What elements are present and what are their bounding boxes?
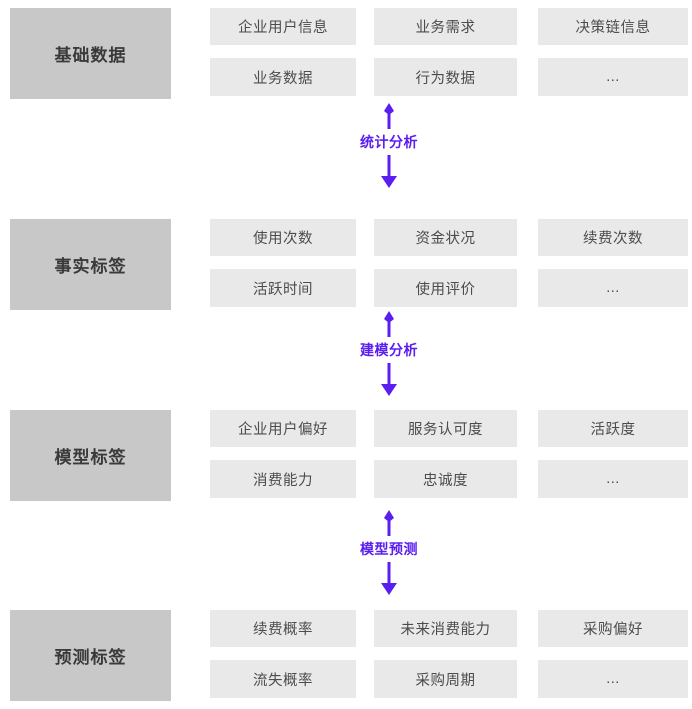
item-box: 企业用户信息 <box>210 8 356 45</box>
item-box: 业务数据 <box>210 58 356 96</box>
connector-label: 模型预测 <box>360 541 418 557</box>
connector-label: 统计分析 <box>360 134 418 150</box>
tier-basic-data: 基础数据 企业用户信息 业务需求 决策链信息 业务数据 行为数据 ... <box>0 8 692 99</box>
item-box: 续费次数 <box>538 219 688 256</box>
tier-title: 预测标签 <box>10 610 171 701</box>
arrow-down-icon <box>381 155 397 188</box>
item-box-ellipsis: ... <box>538 269 688 307</box>
item-box-ellipsis: ... <box>538 58 688 96</box>
item-box-ellipsis: ... <box>538 460 688 498</box>
tier-model-labels: 模型标签 企业用户偏好 服务认可度 活跃度 消费能力 忠诚度 ... <box>0 410 692 501</box>
item-box: 活跃时间 <box>210 269 356 307</box>
tier-title: 模型标签 <box>10 410 171 501</box>
item-box: 行为数据 <box>374 58 517 96</box>
item-box: 使用次数 <box>210 219 356 256</box>
arrow-up-icon <box>384 311 394 337</box>
connector-statistical-analysis: 统计分析 <box>329 103 449 195</box>
item-box: 消费能力 <box>210 460 356 498</box>
item-box: 采购偏好 <box>538 610 688 647</box>
arrow-up-icon <box>384 103 394 129</box>
item-box: 流失概率 <box>210 660 356 698</box>
arrow-down-icon <box>381 562 397 595</box>
arrow-up-icon <box>384 510 394 536</box>
tier-title: 事实标签 <box>10 219 171 310</box>
connector-modeling-analysis: 建模分析 <box>329 311 449 403</box>
item-box: 忠诚度 <box>374 460 517 498</box>
item-box-ellipsis: ... <box>538 660 688 698</box>
item-box: 未来消费能力 <box>374 610 517 647</box>
item-box: 续费概率 <box>210 610 356 647</box>
item-box: 采购周期 <box>374 660 517 698</box>
connector-model-prediction: 模型预测 <box>329 510 449 602</box>
item-box: 决策链信息 <box>538 8 688 45</box>
arrow-down-icon <box>381 363 397 396</box>
tier-title: 基础数据 <box>10 8 171 99</box>
tier-fact-labels: 事实标签 使用次数 资金状况 续费次数 活跃时间 使用评价 ... <box>0 219 692 310</box>
item-box: 服务认可度 <box>374 410 517 447</box>
item-box: 业务需求 <box>374 8 517 45</box>
item-box: 使用评价 <box>374 269 517 307</box>
tier-prediction-labels: 预测标签 续费概率 未来消费能力 采购偏好 流失概率 采购周期 ... <box>0 610 692 701</box>
connector-label: 建模分析 <box>360 342 418 358</box>
item-box: 资金状况 <box>374 219 517 256</box>
item-box: 活跃度 <box>538 410 688 447</box>
item-box: 企业用户偏好 <box>210 410 356 447</box>
